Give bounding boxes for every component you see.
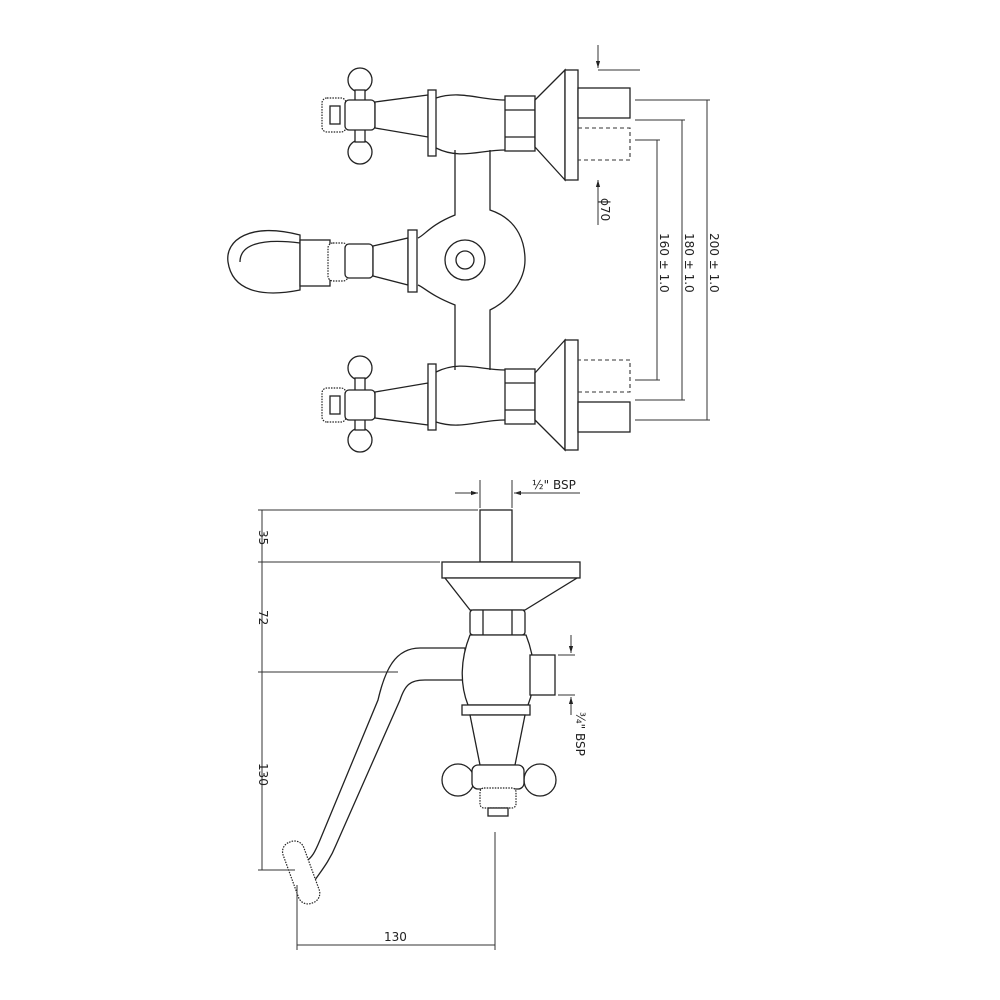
spout-aerator [281,840,321,905]
dim-160: 160 ± 1.0 [657,233,671,293]
dim-200: 200 ± 1.0 [707,233,721,293]
center-boss [444,239,486,281]
outlet-thread-label: ¾" BSP [573,712,587,756]
handle-knob-right [523,763,557,797]
inlet-thread-label: ½" BSP [532,478,576,492]
top-view: ϕ70 160 ± 1.0 180 ± 1.0 200 ± 1.0 [227,45,721,453]
bottom-tap [321,339,631,453]
valve-body [417,150,526,370]
dim-130-horizontal: 130 [384,930,407,944]
dim-35: 35 [256,530,270,545]
dim-130-vertical: 130 [256,763,270,786]
spout-diverter [227,229,418,294]
dim-72: 72 [256,610,270,625]
side-view: ½" BSP ¾" BSP 35 72 130 130 [256,478,587,950]
top-tap [321,67,631,181]
dim-180: 180 ± 1.0 [682,233,696,293]
diameter-label: ϕ70 [598,198,612,221]
top-dimensions: ϕ70 160 ± 1.0 180 ± 1.0 200 ± 1.0 [595,45,721,421]
side-dimensions: ½" BSP ¾" BSP 35 72 130 130 [256,478,587,950]
spout [304,647,466,882]
handle-knob-left [441,763,475,797]
